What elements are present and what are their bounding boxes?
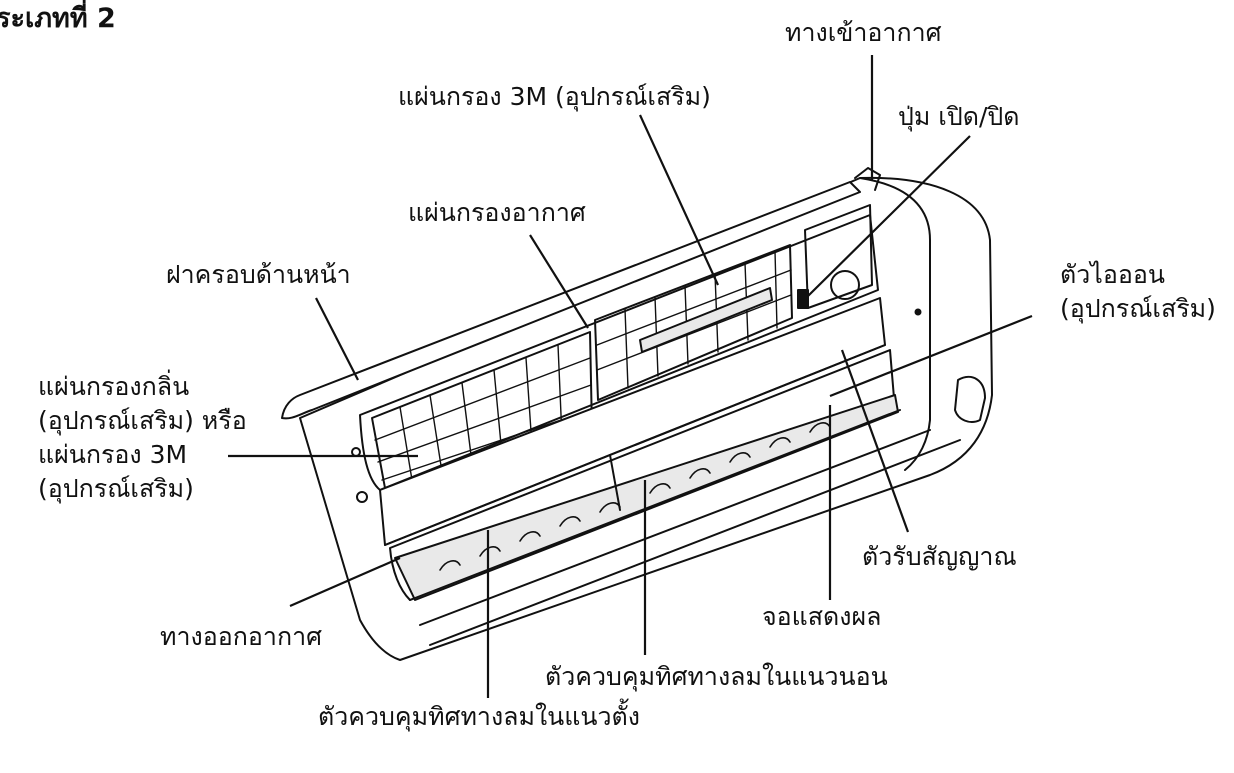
power-switch [797,289,809,309]
diagram-title: ระเภทที่ 2 [0,3,116,34]
label-display: จอแสดงผล [762,602,882,631]
leader-ionizer [829,314,1033,398]
top-hook [854,167,881,191]
leader-front-cover [315,297,359,381]
label-odor-filter: แผ่นกรองกลิ่น (อุปกรณ์เสริม) หรือ แผ่นกร… [38,370,247,506]
label-signal-receiver: ตัวรับสัญญาณ [862,542,1017,571]
leader-signal-receiver [840,349,910,533]
leader-air-filter [529,234,589,329]
right-filter-frame [594,244,793,401]
louver-divider [609,454,621,511]
control-knob [830,270,860,300]
indoor-unit-illustration [281,167,993,661]
left-filter-grid [374,344,592,481]
horizontal-louver-blade [394,394,899,601]
label-odor-filter-line4: (อุปกรณ์เสริม) [38,474,194,503]
label-filter-3m-top: แผ่นกรอง 3M (อุปกรณ์เสริม) [398,82,711,111]
label-vertical-louver: ตัวควบคุมทิศทางลมในแนวตั้ง [318,702,640,731]
leader-lines [228,55,1033,698]
label-air-outlet: ทางออกอากาศ [160,622,322,651]
label-odor-filter-line3: แผ่นกรอง 3M [38,440,188,469]
left-bolt-upper [356,491,368,503]
leader-power-button [807,135,971,297]
label-ionizer-line2: (อุปกรณ์เสริม) [1060,294,1216,323]
filter-3m-strip [639,287,773,353]
label-odor-filter-line1: แผ่นกรองกลิ่น [38,372,190,401]
panel-crease [384,344,886,546]
leader-filter-3m-top [639,114,719,286]
label-ionizer: ตัวไอออน (อุปกรณ์เสริม) [1060,258,1216,326]
label-power-button: ปุ่ม เปิด/ปิด [898,102,1020,131]
label-air-inlet: ทางเข้าอากาศ [785,18,942,47]
unit-right-side [859,177,931,471]
bottom-shell [409,409,961,646]
label-ionizer-line1: ตัวไอออน [1060,260,1165,289]
label-odor-filter-line2: (อุปกรณ์เสริม) หรือ [38,406,247,435]
control-box [804,204,873,309]
side-vent [954,375,986,423]
label-air-filter: แผ่นกรองอากาศ [408,198,586,227]
vertical-louver-vanes [439,422,831,571]
side-screw [914,308,922,316]
leader-air-outlet [289,556,401,608]
filter-compartment [359,214,879,491]
label-horizontal-louver: ตัวควบคุมทิศทางลมในแนวนอน [545,662,888,691]
label-front-cover: ฝาครอบด้านหน้า [166,260,351,289]
